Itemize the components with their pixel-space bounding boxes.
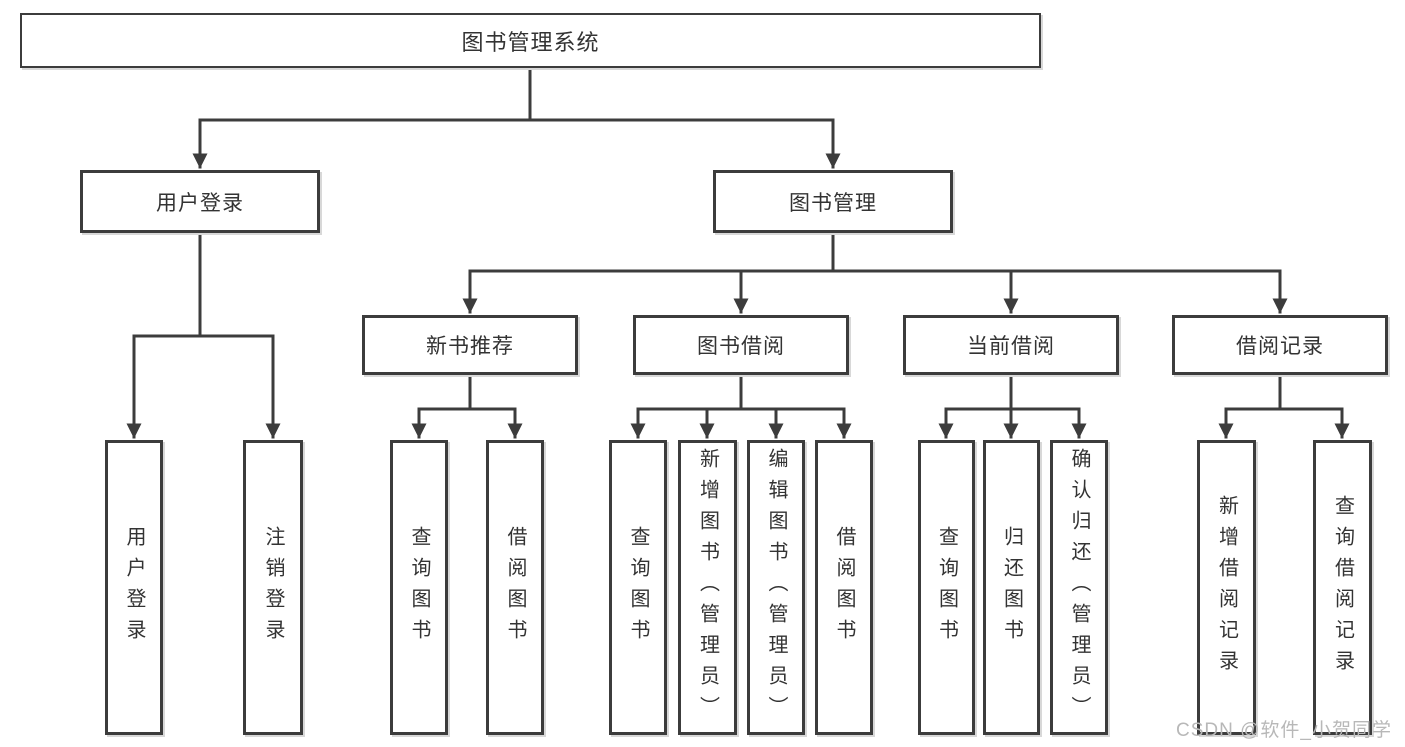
node-label: 用户登录 <box>156 191 244 215</box>
leaf-logout: 注销登录 <box>243 440 303 735</box>
node-borrow-record: 借阅记录 <box>1172 315 1388 375</box>
node-user-login: 用户登录 <box>80 170 320 233</box>
node-label: 当前借阅 <box>967 335 1055 358</box>
leaf-confirm-return-admin: 确认归还（管理员） <box>1050 440 1108 735</box>
node-book-borrow: 图书借阅 <box>633 315 849 375</box>
leaf-add-borrow-record: 新增借阅记录 <box>1197 440 1256 735</box>
leaf-label: 确认归还（管理员） <box>1068 448 1090 727</box>
leaf-return-books: 归还图书 <box>983 440 1040 735</box>
leaf-add-book-admin: 新增图书（管理员） <box>678 440 737 735</box>
leaf-label: 注销登录 <box>262 525 284 650</box>
leaf-user-login: 用户登录 <box>105 440 163 735</box>
csdn-watermark: CSDN @软件_小贺同学 <box>1176 720 1392 741</box>
node-book-management: 图书管理 <box>713 170 953 233</box>
leaf-edit-book-admin: 编辑图书（管理员） <box>747 440 805 735</box>
node-book-management-system: 图书管理系统 <box>20 13 1041 68</box>
leaf-query-books-borrow: 查询图书 <box>609 440 667 735</box>
node-new-book-recommend: 新书推荐 <box>362 315 578 375</box>
leaf-label: 查询图书 <box>935 525 958 650</box>
leaf-label: 新增借阅记录 <box>1215 494 1238 681</box>
leaf-label: 归还图书 <box>1000 525 1023 650</box>
leaf-label: 查询图书 <box>408 525 430 650</box>
node-label: 图书管理系统 <box>461 29 600 55</box>
node-label: 借阅记录 <box>1236 335 1324 358</box>
leaf-label: 编辑图书（管理员） <box>765 448 787 727</box>
node-label: 图书借阅 <box>697 335 785 358</box>
leaf-label: 借阅图书 <box>504 525 526 650</box>
leaf-label: 查询借阅记录 <box>1331 494 1354 681</box>
node-current-borrow: 当前借阅 <box>903 315 1119 375</box>
leaf-borrow-books: 借阅图书 <box>815 440 873 735</box>
leaf-label: 用户登录 <box>123 525 145 650</box>
node-label: 新书推荐 <box>426 335 514 358</box>
leaf-label: 借阅图书 <box>833 525 855 650</box>
leaf-label: 查询图书 <box>627 525 649 650</box>
leaf-borrow-books-recommend: 借阅图书 <box>486 440 544 735</box>
leaf-query-books-recommend: 查询图书 <box>390 440 448 735</box>
leaf-query-books-current: 查询图书 <box>918 440 975 735</box>
node-label: 图书管理 <box>789 191 877 215</box>
leaf-query-borrow-record: 查询借阅记录 <box>1313 440 1372 735</box>
leaf-label: 新增图书（管理员） <box>696 448 719 727</box>
